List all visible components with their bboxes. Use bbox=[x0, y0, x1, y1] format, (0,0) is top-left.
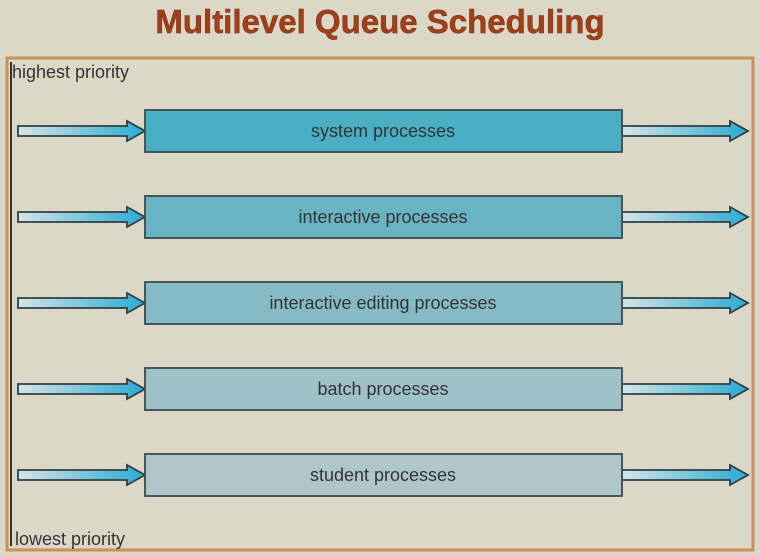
queue-box bbox=[144, 195, 623, 239]
diagram-frame bbox=[5, 56, 755, 552]
outgoing-arrow bbox=[621, 463, 750, 487]
incoming-arrow bbox=[17, 291, 147, 315]
incoming-arrow bbox=[17, 463, 147, 487]
incoming-arrow bbox=[17, 119, 147, 143]
queue-label: student processes bbox=[310, 465, 456, 485]
queue-label: interactive processes bbox=[298, 207, 467, 227]
queue-row: system processes bbox=[17, 109, 750, 153]
queue-label: interactive editing processes bbox=[269, 293, 496, 313]
queue-row: interactive processes bbox=[17, 195, 750, 239]
slide-title: Multilevel Queue Scheduling bbox=[155, 3, 604, 40]
queue-label: batch processes bbox=[317, 379, 448, 399]
lowest-priority-label: lowest priority bbox=[15, 529, 125, 549]
queue-box bbox=[144, 453, 623, 497]
queue-row: interactive editing processes bbox=[17, 281, 750, 325]
queue-box bbox=[144, 367, 623, 411]
queue-row: batch processes bbox=[17, 367, 750, 411]
outgoing-arrow bbox=[621, 291, 750, 315]
highest-priority-label: highest priority bbox=[12, 62, 129, 82]
queue-label: system processes bbox=[311, 121, 455, 141]
queue-box bbox=[144, 109, 623, 153]
outgoing-arrow bbox=[621, 205, 750, 229]
incoming-arrow bbox=[17, 377, 147, 401]
queue-box bbox=[144, 281, 623, 325]
outgoing-arrow bbox=[621, 377, 750, 401]
queue-row: student processes bbox=[17, 453, 750, 497]
outgoing-arrow bbox=[621, 119, 750, 143]
incoming-arrow bbox=[17, 205, 147, 229]
